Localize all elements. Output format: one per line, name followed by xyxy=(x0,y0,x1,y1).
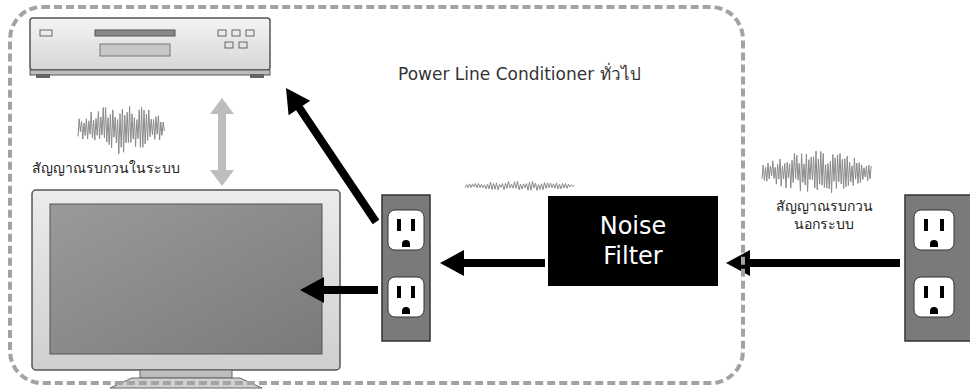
conditioner-region: Power Line Conditioner ทั่วไป Noise Filte… xyxy=(8,5,745,385)
double-arrow xyxy=(210,98,234,186)
noise-waveform xyxy=(78,106,164,153)
power-arrow xyxy=(286,88,379,224)
power-arrows xyxy=(286,88,900,303)
television xyxy=(32,190,340,388)
box-label: Noise Filter xyxy=(583,211,683,271)
region-title: Power Line Conditioner ทั่วไป xyxy=(398,60,641,87)
power-arrow xyxy=(726,250,900,276)
power-arrow xyxy=(300,277,378,303)
filtered-waveform xyxy=(465,181,575,190)
noise-waveform xyxy=(762,151,871,193)
wall-outlet xyxy=(905,195,970,341)
dvd-player xyxy=(30,18,270,78)
signal-label: สัญญาณรบกวนในระบบ xyxy=(32,160,180,178)
power-arrow xyxy=(440,250,545,276)
noise-filter-box: Noise Filter xyxy=(548,196,718,286)
signal-label: สัญญาณรบกวน นอกระบบ xyxy=(774,198,874,233)
outlet-panel xyxy=(382,195,430,341)
